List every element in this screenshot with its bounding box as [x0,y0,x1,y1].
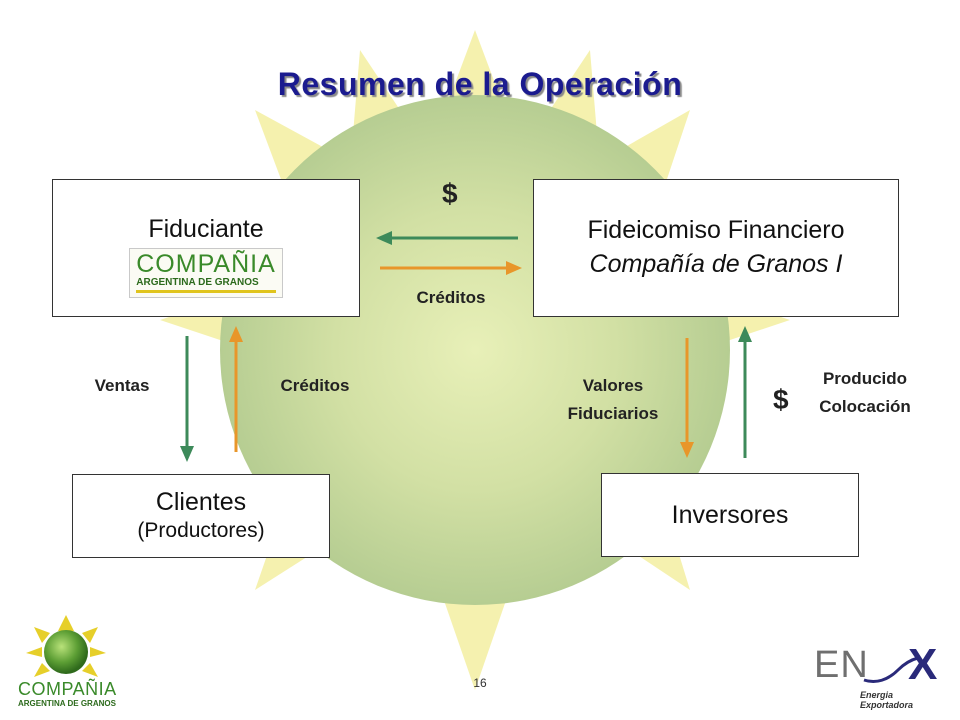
valores-fiduciarios-label: Valores Fiduciarios [548,374,678,426]
fideicomiso-line1: Fideicomiso Financiero [587,216,845,244]
left-creditos-label: Créditos [280,376,350,395]
right-dollar-label: $ [773,384,789,415]
inversores-title: Inversores [671,501,789,529]
left-arrows [180,326,243,462]
company-logo: COMPAÑIA ARGENTINA DE GRANOS [129,248,283,298]
clientes-box: Clientes (Productores) [72,474,330,558]
valores-line2: Fiduciarios [567,404,659,423]
corner-logo-word: COMPAÑIA [18,679,117,699]
corner-logo-tag: ARGENTINA DE GRANOS [18,699,116,708]
clientes-subtitle: (Productores) [137,519,265,542]
ventas-label: Ventas [94,376,150,395]
enex-logo: EN X Energia Exportadora [812,640,948,712]
sun-logo-icon [26,615,106,677]
producido-line2: Colocación [819,397,911,416]
inversores-box: Inversores [601,473,859,557]
top-arrows [376,231,522,275]
fideicomiso-box: Fideicomiso Financiero Compañía de Grano… [533,179,899,317]
company-logo-word: COMPAÑIA [136,250,276,278]
top-dollar-label: $ [442,178,458,209]
fiduciante-title: Fiduciante [148,215,264,243]
enex-logo-x: X [908,640,938,689]
page-number: 16 [473,676,487,690]
corner-company-logo: COMPAÑIA ARGENTINA DE GRANOS [12,615,132,715]
right-arrows [680,326,752,458]
producido-colocacion-label: Producido Colocación [800,367,930,419]
swoosh-icon [863,656,919,684]
valores-line1: Valores [582,376,644,395]
top-creditos-label: Créditos [416,288,486,307]
enex-logo-tag: Energia Exportadora [860,690,914,710]
enex-logo-en: EN [814,644,869,686]
fiduciante-box: Fiduciante COMPAÑIA ARGENTINA DE GRANOS [52,179,360,317]
fideicomiso-line2: Compañía de Granos I [589,250,843,278]
clientes-title: Clientes [155,488,247,516]
company-logo-tag: ARGENTINA DE GRANOS [136,277,276,293]
producido-line1: Producido [822,369,908,388]
page-title: Resumen de la Operación [277,66,683,102]
